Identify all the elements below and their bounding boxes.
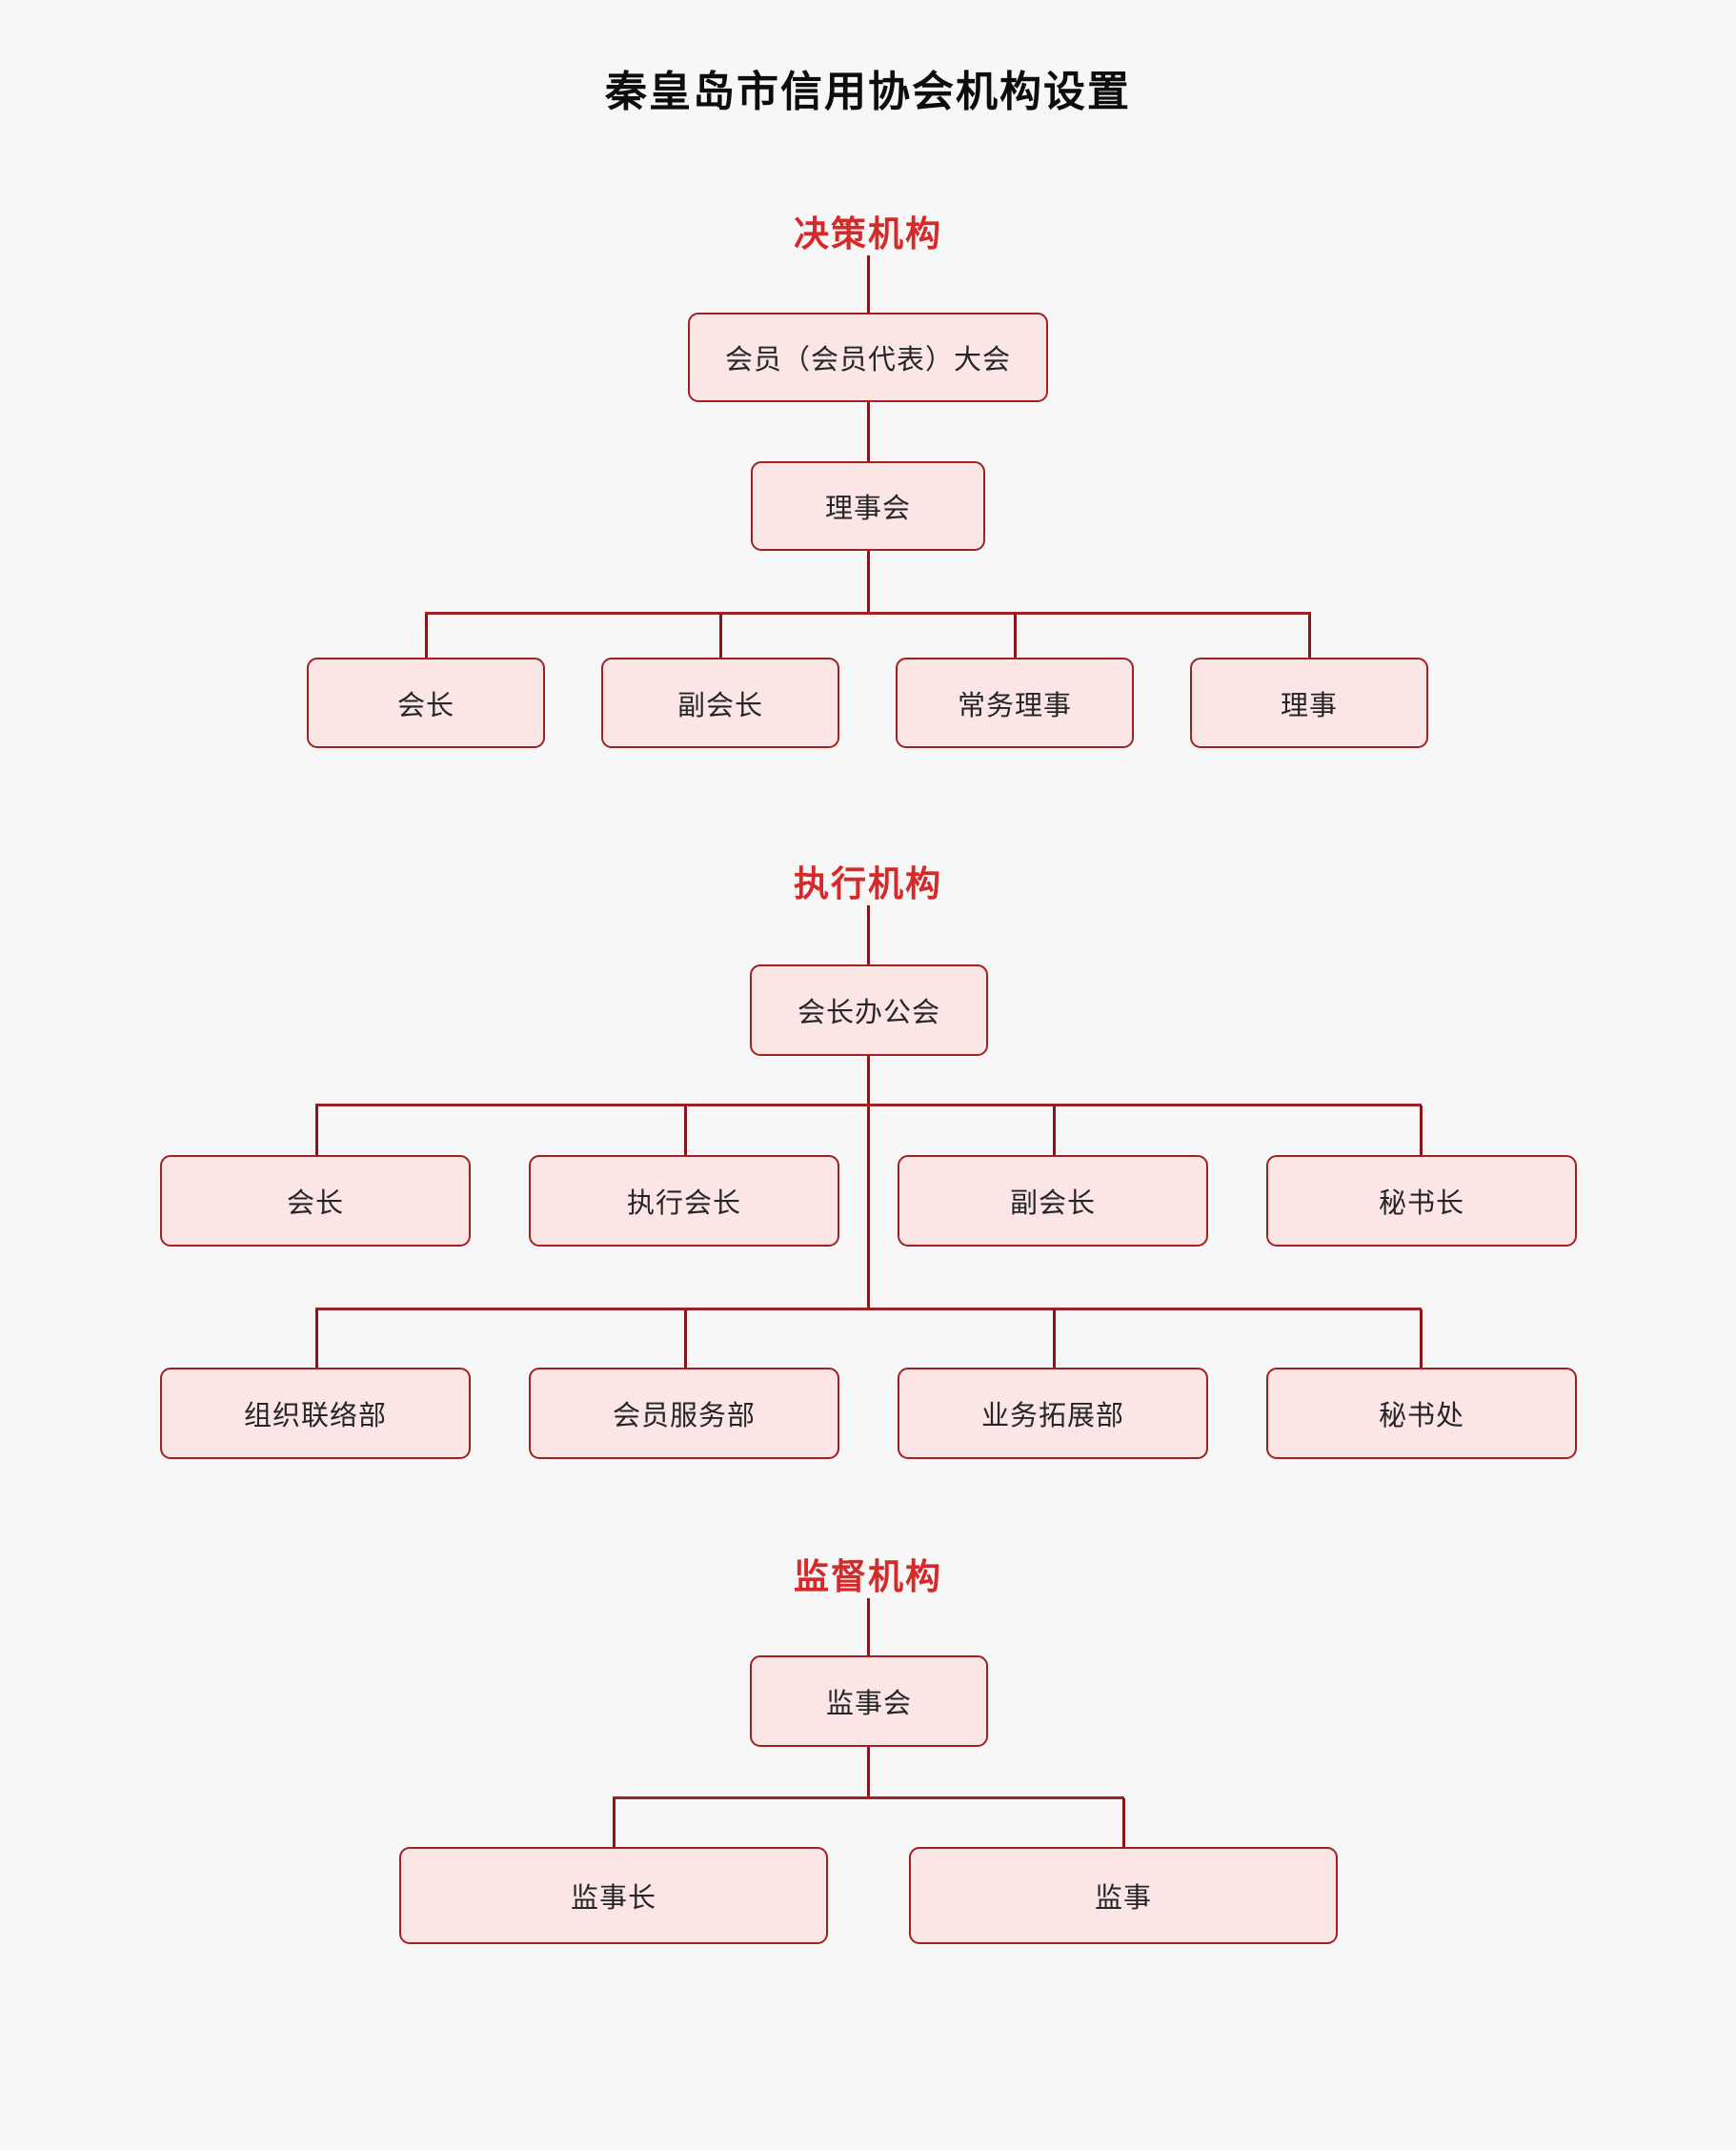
node-org-liaison-dept: 组织联络部	[160, 1368, 471, 1459]
node-member-assembly: 会员（会员代表）大会	[688, 313, 1048, 402]
node-vice-president-1: 副会长	[601, 658, 839, 748]
connector-vline	[613, 1798, 616, 1847]
node-business-dev-dept: 业务拓展部	[898, 1368, 1208, 1459]
connector-vline	[1122, 1798, 1125, 1847]
section-heading-executive: 执行机构	[794, 864, 942, 903]
connector-vline	[867, 1056, 870, 1309]
connector-vline	[1308, 614, 1311, 658]
node-supervisor: 监事	[909, 1847, 1338, 1944]
node-member-service-dept: 会员服务部	[529, 1368, 839, 1459]
connector-vline	[867, 905, 870, 964]
connector-vline	[867, 1747, 870, 1797]
node-president-2: 会长	[160, 1155, 471, 1247]
connector-vline	[867, 255, 870, 313]
connector-vline	[315, 1105, 318, 1155]
connector-hline	[315, 1104, 1422, 1106]
connector-vline	[425, 614, 428, 658]
node-chief-supervisor: 监事长	[399, 1847, 828, 1944]
connector-vline	[1420, 1105, 1423, 1155]
node-executive-president: 执行会长	[529, 1155, 839, 1247]
connector-vline	[867, 1598, 870, 1655]
node-executive-director: 常务理事	[896, 658, 1134, 748]
connector-vline	[867, 551, 870, 613]
connector-hline	[425, 612, 1311, 615]
connector-hline	[613, 1796, 1124, 1799]
node-supervisory-board: 监事会	[750, 1655, 988, 1747]
connector-vline	[315, 1309, 318, 1368]
connector-vline	[1053, 1105, 1056, 1155]
node-president-office: 会长办公会	[750, 964, 988, 1056]
connector-vline	[867, 402, 870, 461]
section-heading-supervisory: 监督机构	[794, 1557, 942, 1596]
node-secretary-general: 秘书长	[1266, 1155, 1577, 1247]
connector-vline	[1053, 1309, 1056, 1368]
section-heading-decision: 决策机构	[794, 214, 942, 254]
node-president-1: 会长	[307, 658, 545, 748]
connector-vline	[1420, 1309, 1423, 1368]
node-secretariat: 秘书处	[1266, 1368, 1577, 1459]
connector-vline	[684, 1105, 687, 1155]
page-title: 秦皇岛市信用协会机构设置	[605, 69, 1131, 115]
node-vice-president-2: 副会长	[898, 1155, 1208, 1247]
connector-vline	[684, 1309, 687, 1368]
node-council: 理事会	[751, 461, 985, 551]
node-director: 理事	[1190, 658, 1428, 748]
connector-vline	[719, 614, 722, 658]
connector-vline	[1014, 614, 1017, 658]
connector-hline	[315, 1308, 1422, 1310]
